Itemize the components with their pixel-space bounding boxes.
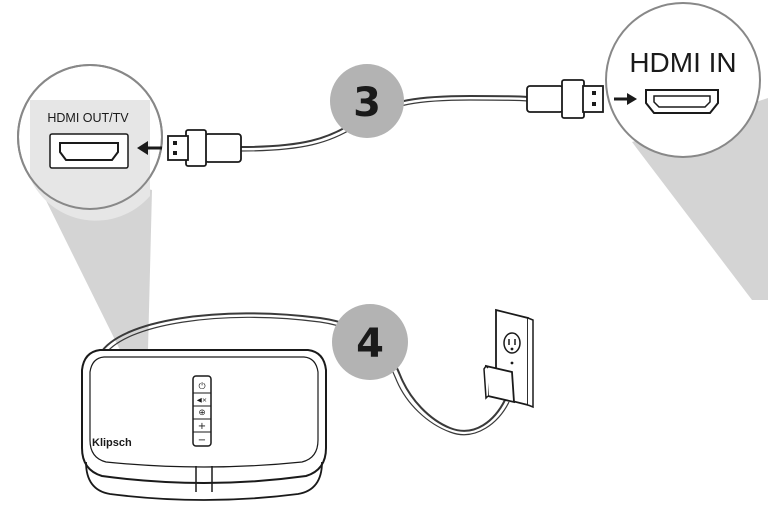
hdmi-plug-icon — [526, 79, 604, 119]
hdmi-plug-icon — [167, 129, 242, 167]
step-4-badge: 4 — [332, 304, 408, 380]
volume-down-button[interactable]: − — [198, 435, 206, 446]
brand-logo: Klipsch — [92, 437, 132, 449]
input-button[interactable]: ⊕ — [198, 408, 205, 418]
step-4-number: 4 — [356, 321, 384, 367]
hdmi-out-port-icon — [49, 133, 129, 169]
hdmi-out-label: HDMI OUT/TV — [47, 111, 129, 125]
hdmi-in-callout: HDMI IN — [605, 2, 761, 158]
arrow-left-icon — [137, 141, 162, 155]
arrow-right-icon — [614, 93, 637, 105]
hdmi-in-label: HDMI IN — [629, 47, 736, 78]
step-3-badge: 3 — [330, 64, 404, 138]
control-panel: ⏻ ◀× ⊕ + − — [192, 375, 212, 447]
volume-up-button[interactable]: + — [198, 421, 206, 432]
step-3-number: 3 — [353, 80, 381, 126]
power-button[interactable]: ⏻ — [198, 381, 205, 392]
mute-button[interactable]: ◀× — [197, 396, 207, 404]
speaker-unit: ⏻ ◀× ⊕ + − Klipsch — [81, 349, 327, 501]
hdmi-out-callout: HDMI OUT/TV — [17, 64, 163, 221]
hdmi-in-port-icon — [645, 89, 719, 114]
power-plug-icon — [483, 364, 515, 404]
